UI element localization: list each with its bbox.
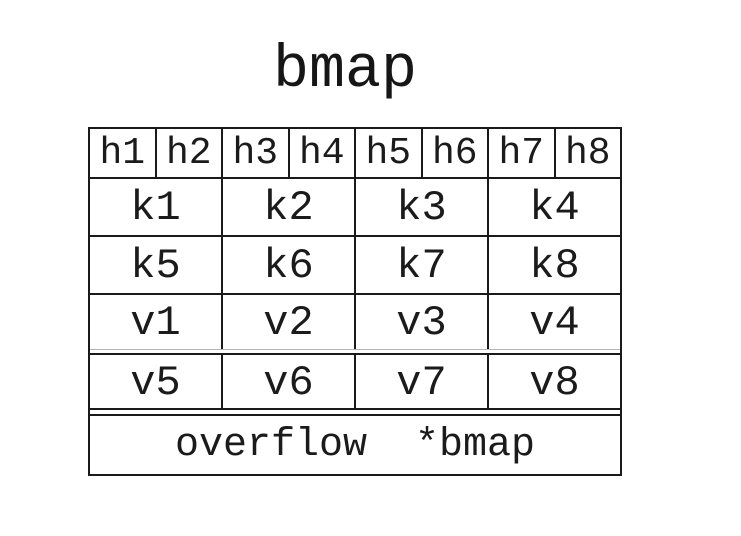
values-row: v1 v2 v3 v4 bbox=[90, 293, 620, 350]
keys-row: k5 k6 k7 k8 bbox=[90, 235, 620, 293]
overflow-field-name: overflow bbox=[174, 423, 367, 468]
tophash-cell: h5 bbox=[356, 129, 423, 177]
value-cell: v5 bbox=[90, 355, 223, 408]
key-cell: k2 bbox=[223, 179, 356, 235]
value-cell: v3 bbox=[356, 295, 489, 349]
overflow-row: overflow *bmap bbox=[90, 414, 620, 474]
keys-row: k1 k2 k3 k4 bbox=[90, 177, 620, 235]
key-cell: k4 bbox=[529, 184, 580, 232]
tophash-cell: h6 bbox=[423, 129, 489, 177]
tophash-cell: h4 bbox=[290, 129, 356, 177]
diagram-title: bmap bbox=[272, 37, 418, 105]
tophash-cell: h2 bbox=[157, 129, 223, 177]
value-cell: v2 bbox=[223, 295, 356, 349]
key-cell: k5 bbox=[90, 237, 223, 293]
tophash-cell: h7 bbox=[489, 129, 556, 177]
bmap-struct-table: h1 h2 h3 h4 h5 h6 h7 h8 k1 k2 k3 k4 k5 k… bbox=[88, 127, 622, 476]
value-cell: v4 bbox=[529, 299, 580, 347]
value-cell: v8 bbox=[529, 358, 580, 407]
tophash-cell: h8 bbox=[564, 132, 611, 175]
value-cell: v1 bbox=[90, 295, 223, 349]
key-cell: k8 bbox=[529, 242, 580, 290]
value-cell: v6 bbox=[223, 355, 356, 408]
tophash-cell: h1 bbox=[90, 129, 157, 177]
overflow-field-type: *bmap bbox=[415, 423, 536, 468]
key-cell: k7 bbox=[356, 237, 489, 293]
key-cell: k1 bbox=[90, 179, 223, 235]
tophash-cell: h3 bbox=[223, 129, 290, 177]
section-divider bbox=[90, 408, 620, 414]
tophash-row: h1 h2 h3 h4 h5 h6 h7 h8 bbox=[90, 129, 620, 177]
key-cell: k3 bbox=[356, 179, 489, 235]
key-cell: k6 bbox=[223, 237, 356, 293]
values-row: v5 v6 v7 v8 bbox=[90, 353, 620, 408]
value-cell: v7 bbox=[356, 355, 489, 408]
